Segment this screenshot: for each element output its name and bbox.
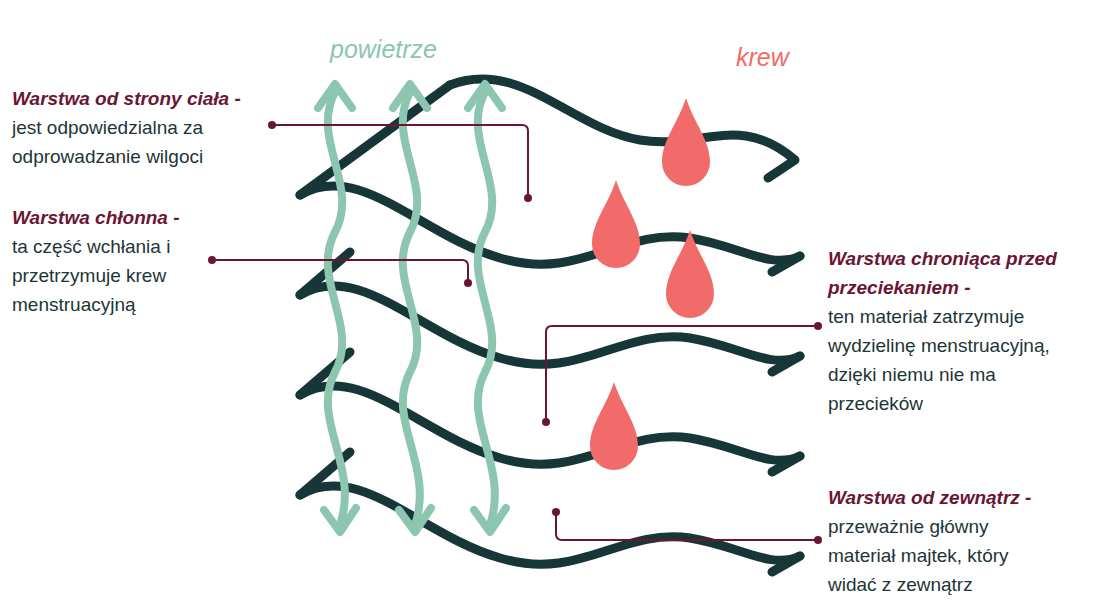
callout-heading: Warstwa chłonna - xyxy=(12,203,210,232)
blood-label: krew xyxy=(736,42,789,72)
callout: Warstwa od zewnątrz -przeważnie główny m… xyxy=(828,483,1054,599)
callout: Warstwa od strony ciała -jest odpowiedzi… xyxy=(12,84,274,171)
callout-text: ta część wchłania i przetrzymuje krew me… xyxy=(12,232,210,319)
callout-heading: Warstwa od zewnątrz - xyxy=(828,483,1054,512)
callout-text: jest odpowiedzialna za odprowadzanie wil… xyxy=(12,113,274,171)
leader-dots xyxy=(208,121,822,544)
leader-lines xyxy=(212,125,818,540)
callout-text: ten materiał zatrzymuje wydzielinę menst… xyxy=(828,302,1093,418)
callout-heading: Warstwa chroniąca przed przeciekaniem - xyxy=(828,244,1093,302)
callout-heading: Warstwa od strony ciała - xyxy=(12,84,274,113)
blood-drops xyxy=(590,98,714,470)
callout-text: przeważnie główny materiał majtek, który… xyxy=(828,512,1054,599)
callout: Warstwa chroniąca przed przeciekaniem -t… xyxy=(828,244,1093,418)
air-label: powietrze xyxy=(330,34,437,64)
air-arrows xyxy=(318,84,506,532)
callout: Warstwa chłonna -ta część wchłania i prz… xyxy=(12,203,210,319)
